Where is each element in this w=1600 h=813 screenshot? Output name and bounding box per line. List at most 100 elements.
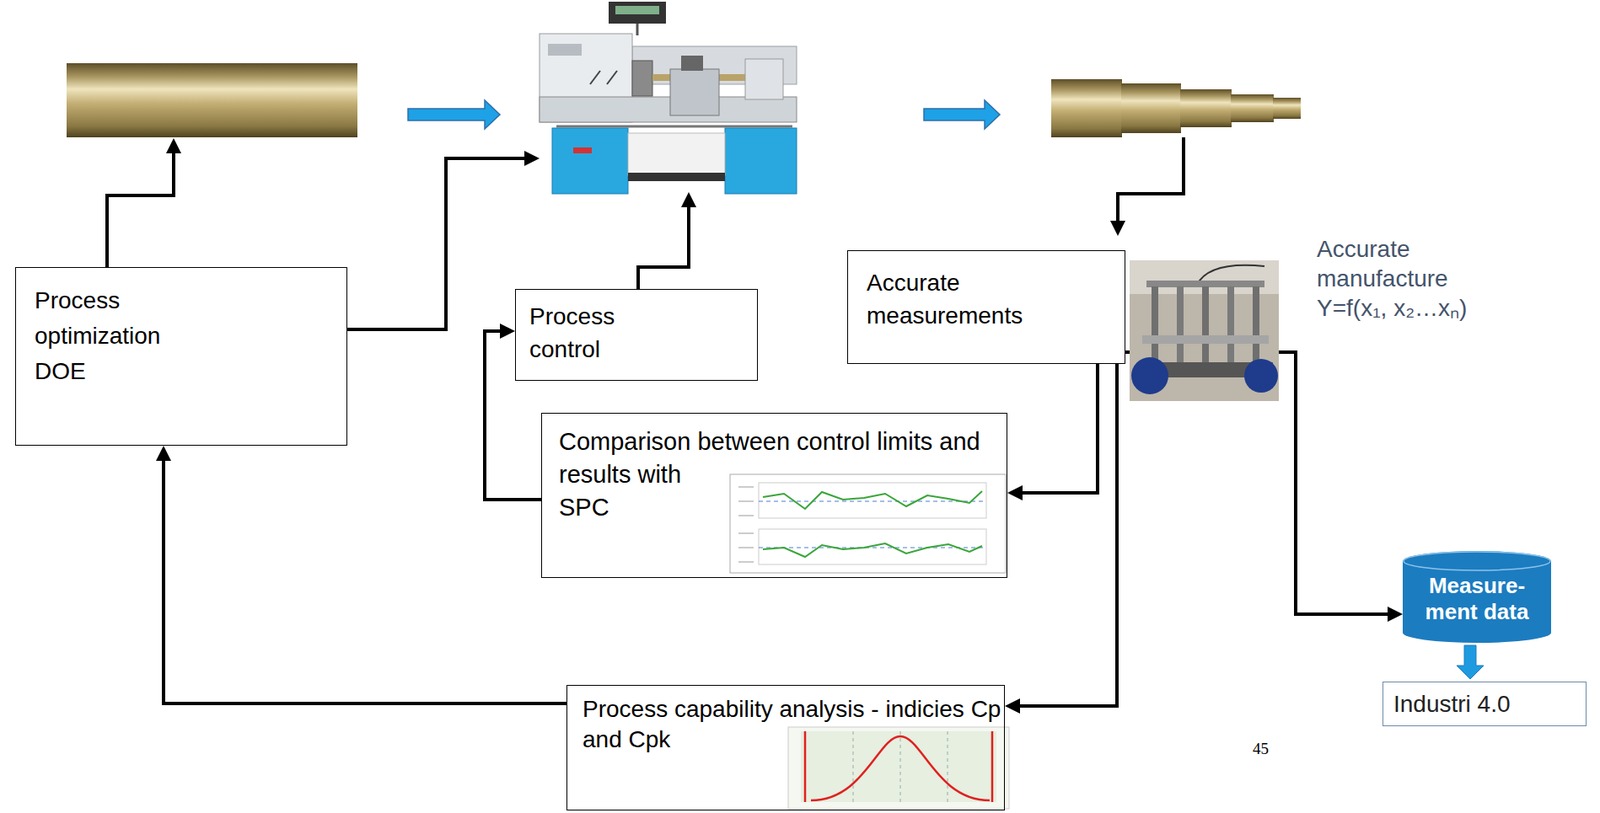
box-label: Accurate measurements bbox=[866, 266, 1061, 333]
device-post bbox=[1176, 286, 1184, 367]
lathe-logo bbox=[573, 147, 592, 154]
picture-arrow-head bbox=[524, 150, 540, 167]
arrow-head bbox=[1007, 485, 1023, 501]
device-post bbox=[1151, 286, 1159, 367]
lathe-carriage bbox=[670, 69, 720, 116]
block-arrow bbox=[1456, 645, 1484, 680]
lathe-bed bbox=[539, 96, 797, 123]
device-post bbox=[1227, 286, 1235, 367]
lathe-tailstock bbox=[745, 59, 784, 100]
database-cylinder: Measure-ment data bbox=[1402, 551, 1552, 644]
lathe-cabinet bbox=[552, 128, 629, 194]
chart-tick bbox=[738, 533, 754, 535]
box-label: Process capability analysis - indicies C… bbox=[582, 694, 1005, 757]
box-label: Process control bbox=[529, 300, 656, 366]
arrow-head bbox=[1004, 698, 1021, 715]
output-box: Industri 4.0 bbox=[1382, 681, 1587, 727]
curve-frame bbox=[788, 727, 1010, 810]
box-label: Comparison between control limits and re… bbox=[558, 425, 1007, 525]
chart-panel bbox=[758, 483, 987, 519]
arrow-head bbox=[499, 323, 516, 339]
page-number: 45 bbox=[1252, 740, 1269, 760]
curve-plot-area bbox=[800, 731, 997, 803]
curve-gridline bbox=[947, 731, 949, 803]
stepped-shaft bbox=[1051, 79, 1301, 138]
photo-background bbox=[1129, 260, 1279, 402]
brass-rod bbox=[66, 63, 358, 138]
process-box: Process optimization DOE bbox=[15, 267, 348, 446]
wrap-spacer bbox=[1003, 694, 1005, 727]
chart-tick bbox=[738, 487, 754, 489]
flow-block-arrow bbox=[408, 100, 500, 129]
lathe-readout-arm bbox=[636, 23, 639, 36]
lathe-panel bbox=[547, 43, 582, 56]
annotation: Accurate manufacture Y=f(x₁, x₂…xₙ) bbox=[1316, 234, 1515, 323]
picture-arrows bbox=[107, 137, 1184, 330]
process-box: Comparison between control limits and re… bbox=[541, 413, 1008, 579]
shaft-step bbox=[1180, 89, 1232, 128]
curve-gridline bbox=[853, 731, 854, 803]
chart-tick bbox=[738, 515, 754, 517]
database-label: Measure-ment data bbox=[1413, 573, 1541, 626]
lathe-tray bbox=[628, 133, 725, 176]
chart-series bbox=[762, 543, 983, 558]
device-post bbox=[1252, 286, 1260, 367]
device-wheel bbox=[1244, 359, 1278, 393]
picture-arrow-head bbox=[1110, 220, 1126, 237]
device-post bbox=[1202, 286, 1209, 367]
device-wheel bbox=[1131, 357, 1169, 395]
chart-series bbox=[762, 491, 983, 510]
lathe-readout-screen bbox=[615, 5, 660, 15]
wrap-spacer bbox=[1005, 425, 1007, 461]
arrow-head bbox=[1387, 606, 1403, 623]
flow-block-arrow bbox=[923, 100, 1000, 129]
lathe-readout bbox=[608, 1, 666, 24]
shaft-step bbox=[1051, 79, 1123, 138]
picture-arrow-line bbox=[107, 152, 174, 268]
arrow-line bbox=[1022, 364, 1098, 494]
chart-frame bbox=[730, 474, 1006, 574]
box-label: Industri 4.0 bbox=[1393, 690, 1578, 720]
cylinder-top bbox=[1403, 552, 1551, 571]
spec-limit-line bbox=[991, 731, 994, 803]
chart-centerline bbox=[758, 547, 987, 549]
wrap-spacer bbox=[783, 726, 1005, 803]
curve-gridline bbox=[900, 731, 902, 803]
flow-arrow bbox=[1456, 645, 1484, 680]
chart-tick bbox=[738, 501, 754, 503]
arrow-head bbox=[155, 445, 172, 462]
lathe-toolpost bbox=[681, 55, 704, 71]
picture-arrow-line bbox=[347, 158, 525, 330]
capability-curve bbox=[788, 727, 1010, 810]
measuring-device bbox=[1129, 260, 1279, 402]
arrow-line bbox=[1020, 364, 1117, 707]
chart-tick bbox=[738, 562, 754, 564]
lathe-lever bbox=[606, 70, 618, 85]
picture-arrow-head bbox=[166, 138, 182, 154]
spc-chart bbox=[730, 474, 1006, 574]
shaft-step bbox=[1121, 83, 1182, 134]
flow-arrow bbox=[155, 445, 567, 704]
box-label: Process optimization DOE bbox=[34, 283, 195, 390]
lathe-machine bbox=[539, 1, 797, 194]
process-box: Process control bbox=[515, 289, 758, 382]
lathe-leadscrew bbox=[556, 125, 793, 129]
lathe-cabinet bbox=[724, 128, 797, 194]
lathe-tray-bar bbox=[628, 172, 725, 182]
chart-tick bbox=[738, 547, 754, 549]
wrap-spacer bbox=[724, 460, 1007, 570]
lathe-lever bbox=[590, 70, 601, 85]
arrow-line bbox=[163, 461, 567, 704]
flow-arrow bbox=[1007, 364, 1098, 501]
normal-curve bbox=[810, 736, 990, 801]
process-box: Accurate measurements bbox=[847, 250, 1126, 365]
chart-panel bbox=[758, 529, 987, 565]
lathe-chuck bbox=[632, 60, 653, 97]
process-box: Process capability analysis - indicies C… bbox=[566, 685, 1005, 811]
device-shaft bbox=[1142, 335, 1269, 344]
picture-arrow-line bbox=[1117, 137, 1184, 221]
picture-arrow-head bbox=[681, 192, 697, 208]
picture-arrow-line bbox=[638, 207, 689, 290]
shaft-step bbox=[1272, 97, 1301, 119]
